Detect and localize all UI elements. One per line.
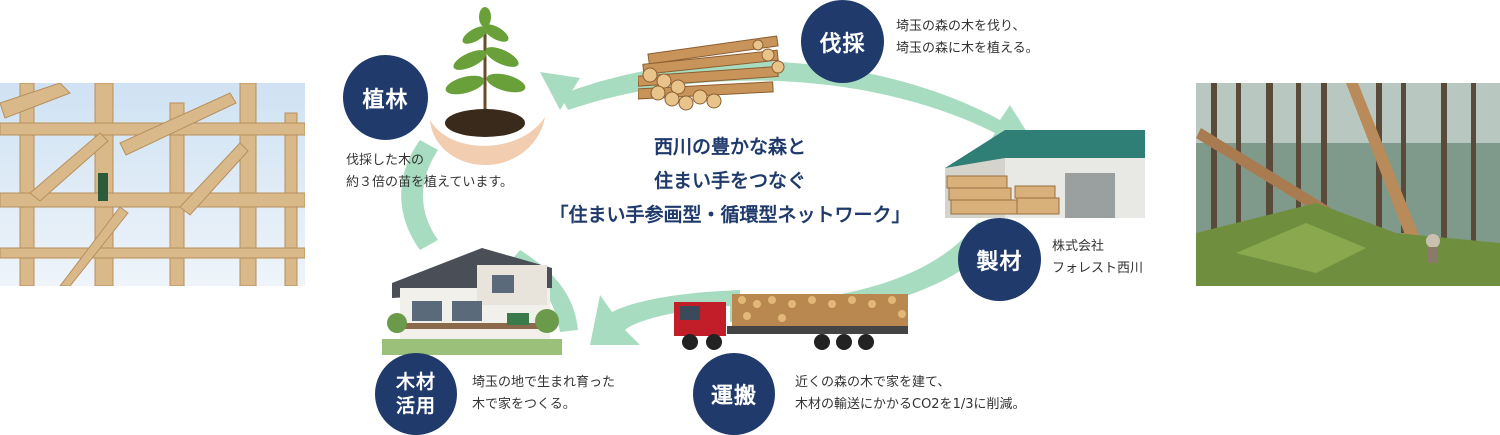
desc-harvest: 埼玉の森の木を伐り、 埼玉の森に木を植える。 bbox=[896, 19, 1039, 56]
desc-plant: 伐採した木の 約３倍の苗を植えています。 bbox=[346, 153, 514, 190]
timber-frame-photo bbox=[0, 83, 305, 286]
desc-sawmill: 株式会社 フォレスト西川 bbox=[1052, 239, 1144, 276]
badge-plant: 植林 bbox=[343, 55, 428, 140]
sawmill-photo bbox=[945, 128, 1150, 220]
badge-sawmill: 製材 bbox=[958, 218, 1041, 301]
center-title-line1: 西川の豊かな森と bbox=[653, 136, 806, 158]
desc-use: 埼玉の地で生まれ育った 木で家をつくる。 bbox=[472, 375, 616, 412]
badge-transport: 運搬 bbox=[693, 353, 775, 435]
badge-harvest: 伐採 bbox=[801, 0, 884, 83]
log-pile-photo bbox=[638, 35, 788, 113]
sapling-photo bbox=[420, 5, 550, 170]
arrowhead-top-left bbox=[540, 72, 580, 110]
desc-transport: 近くの森の木で家を建て、 木材の輸送にかかるCO2を1/3に削減。 bbox=[795, 375, 1026, 412]
log-truck-photo bbox=[672, 290, 910, 352]
arrow-left bbox=[401, 140, 438, 250]
house-photo bbox=[382, 243, 562, 355]
center-title-line2: 住まい手をつなぐ bbox=[653, 170, 806, 192]
forest-photo bbox=[1196, 83, 1500, 286]
center-title-line3: 「住まい手参画型・循環型ネットワーク」 bbox=[549, 204, 911, 226]
center-title: 西川の豊かな森と 住まい手をつなぐ 「住まい手参画型・循環型ネットワーク」 bbox=[470, 130, 990, 232]
badge-use: 木材 活用 bbox=[375, 353, 457, 435]
